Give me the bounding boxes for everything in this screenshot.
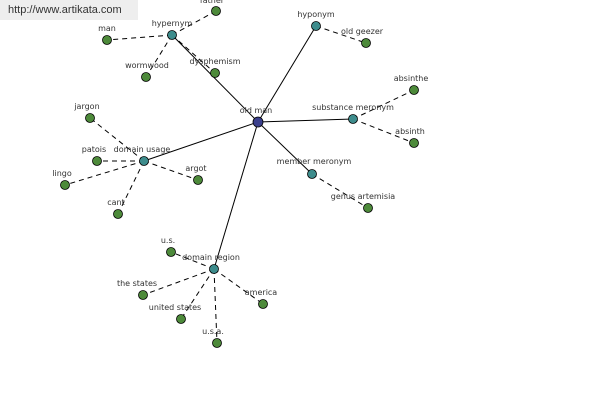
edge-domain-region-united-states — [180, 268, 215, 320]
label-layer: father man wormwood dysphemism old geezer abs… — [52, 0, 428, 336]
leaf-node-lingo[interactable] — [60, 180, 70, 190]
edge-old-man-domain-region — [213, 121, 259, 270]
leaf-node-usa[interactable] — [212, 338, 222, 348]
relation-label-domain-region[interactable]: domain region — [182, 253, 240, 262]
relation-label-domain-usage[interactable]: domain usage — [114, 145, 171, 154]
edge-domain-usage-lingo — [64, 160, 145, 186]
leaf-label-cant[interactable]: cant — [107, 198, 125, 207]
edge-substance-meronym-absinthe — [352, 89, 415, 120]
leaf-node-america[interactable] — [258, 299, 268, 309]
leaf-node-jargon[interactable] — [85, 113, 95, 123]
edge-substance-meronym-absinth — [352, 118, 415, 144]
leaf-label-father[interactable]: father — [200, 0, 225, 5]
edge-old-man-substance-meronym — [257, 118, 354, 123]
edge-old-man-domain-usage — [143, 121, 259, 162]
edge-member-meronym-genus-artemisia — [311, 173, 369, 209]
leaf-label-usa[interactable]: u.s.a. — [202, 327, 224, 336]
leaf-node-man[interactable] — [102, 35, 112, 45]
leaf-label-absinthe[interactable]: absinthe — [394, 74, 429, 83]
leaf-node-cant[interactable] — [113, 209, 123, 219]
edge-domain-usage-argot — [143, 160, 199, 181]
edge-layer — [64, 10, 415, 344]
edge-domain-region-the-states — [142, 268, 215, 296]
center-label-old-man[interactable]: old man — [240, 106, 273, 115]
leaf-node-genus-artemisia[interactable] — [363, 203, 373, 213]
source-watermark[interactable]: http://www.artikata.com — [0, 0, 138, 20]
edge-hypernym-1-dysphemism — [171, 34, 216, 74]
leaf-node-dysphemism[interactable] — [210, 68, 220, 78]
leaf-label-argot[interactable]: argot — [185, 164, 206, 173]
leaf-label-absinth[interactable]: absinth — [395, 127, 425, 136]
leaf-node-father[interactable] — [211, 6, 221, 16]
edge-domain-region-us — [170, 251, 215, 270]
leaf-label-old-geezer[interactable]: old geezer — [341, 27, 384, 36]
leaf-label-united-states[interactable]: united states — [149, 303, 201, 312]
leaf-label-jargon[interactable]: jargon — [73, 102, 99, 111]
leaf-node-absinth[interactable] — [409, 138, 419, 148]
leaf-label-wormwood[interactable]: wormwood — [125, 61, 169, 70]
leaf-label-dysphemism[interactable]: dysphemism — [189, 57, 240, 66]
leaf-label-the-states[interactable]: the states — [117, 279, 157, 288]
relation-node-domain-usage[interactable] — [139, 156, 149, 166]
edge-domain-region-america — [213, 268, 264, 305]
relation-node-member-meronym[interactable] — [307, 169, 317, 179]
leaf-node-wormwood[interactable] — [141, 72, 151, 82]
leaf-node-old-geezer[interactable] — [361, 38, 371, 48]
relation-node-substance-meronym[interactable] — [348, 114, 358, 124]
relation-label-substance-meronym[interactable]: substance meronym — [312, 103, 394, 112]
leaf-label-genus-artemisia[interactable]: genus artemisia — [331, 192, 396, 201]
edge-domain-usage-cant — [117, 160, 145, 215]
leaf-node-united-states[interactable] — [176, 314, 186, 324]
leaf-label-us[interactable]: u.s. — [161, 236, 175, 245]
edge-old-man-member-meronym — [257, 121, 313, 175]
leaf-node-absinthe[interactable] — [409, 85, 419, 95]
center-node-old-man[interactable] — [252, 116, 264, 128]
leaf-label-america[interactable]: america — [245, 288, 278, 297]
edge-hypernym-1-man — [106, 34, 173, 41]
node-layer — [60, 6, 419, 348]
edge-hypernym-1-wormwood — [145, 34, 173, 78]
edge-old-man-hypernym-1 — [171, 34, 259, 123]
relation-label-hyponym[interactable]: hyponym — [297, 10, 335, 19]
leaf-node-the-states[interactable] — [138, 290, 148, 300]
relation-node-hyponym[interactable] — [311, 21, 321, 31]
leaf-label-man[interactable]: man — [98, 24, 116, 33]
relation-node-domain-region[interactable] — [209, 264, 219, 274]
leaf-label-patois[interactable]: patois — [82, 145, 106, 154]
leaf-node-argot[interactable] — [193, 175, 203, 185]
relation-node-hypernym-1[interactable] — [167, 30, 177, 40]
edge-old-man-hyponym — [257, 25, 317, 123]
leaf-label-lingo[interactable]: lingo — [52, 169, 72, 178]
leaf-node-us[interactable] — [166, 247, 176, 257]
edge-domain-usage-jargon — [89, 117, 145, 162]
leaf-node-patois[interactable] — [92, 156, 102, 166]
edge-domain-region-usa — [213, 268, 218, 344]
relation-label-hypernym-1[interactable]: hypernym — [152, 19, 193, 28]
relation-label-member-meronym[interactable]: member meronym — [277, 157, 352, 166]
